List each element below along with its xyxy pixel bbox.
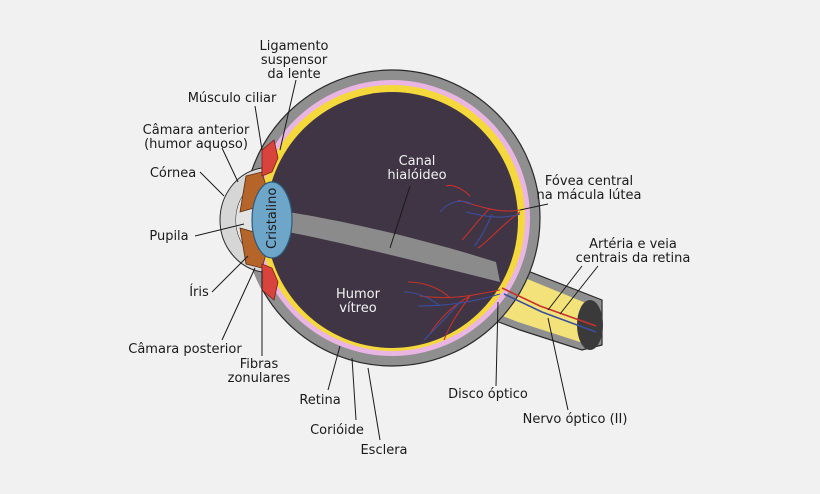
label-camara-posterior: Câmara posterior [128, 342, 242, 357]
leader-lines [194, 79, 599, 441]
label-canal-1: Canal [399, 154, 436, 169]
label-camara-anterior-2: (humor aquoso) [144, 137, 248, 152]
label-disco-optico: Disco óptico [448, 387, 528, 402]
label-nervo-optico: Nervo óptico (II) [523, 412, 628, 427]
lens-label: Cristalino [265, 188, 280, 249]
label-camara-anterior-1: Câmara anterior [143, 123, 250, 138]
label-coroide: Corióide [310, 423, 364, 438]
label-ligamento-3: da lente [267, 67, 320, 82]
lens [251, 181, 293, 259]
label-fovea-1: Fóvea central [545, 174, 633, 189]
optic-nerve-end [577, 300, 603, 350]
label-canal-2: hialóideo [387, 168, 446, 183]
label-fibras-2: zonulares [228, 371, 291, 386]
label-humor-1: Humor [336, 287, 381, 302]
label-fibras-1: Fibras [240, 357, 279, 372]
label-musculo-ciliar: Músculo ciliar [188, 91, 277, 106]
central-retinal-vessels [501, 287, 597, 333]
label-ligamento-2: suspensor [261, 53, 328, 68]
label-arteria-1: Artéria e veia [589, 237, 677, 252]
lower-vessels [403, 281, 501, 341]
label-cornea: Córnea [150, 166, 196, 181]
label-ligamento-1: Ligamento [259, 39, 328, 54]
ciliary-muscle-upper [261, 139, 279, 177]
vitreous-humor [266, 92, 518, 348]
label-humor-2: vítreo [339, 301, 376, 316]
label-fovea-2: na mácula lútea [537, 188, 642, 203]
label-pupila: Pupila [149, 229, 188, 244]
label-arteria-2: centrais da retina [576, 251, 691, 266]
fovea-vessels [439, 184, 521, 249]
hyaloid-canal [288, 212, 500, 282]
label-iris: Íris [189, 284, 209, 300]
label-retina: Retina [299, 393, 340, 408]
label-esclera: Esclera [360, 443, 407, 458]
